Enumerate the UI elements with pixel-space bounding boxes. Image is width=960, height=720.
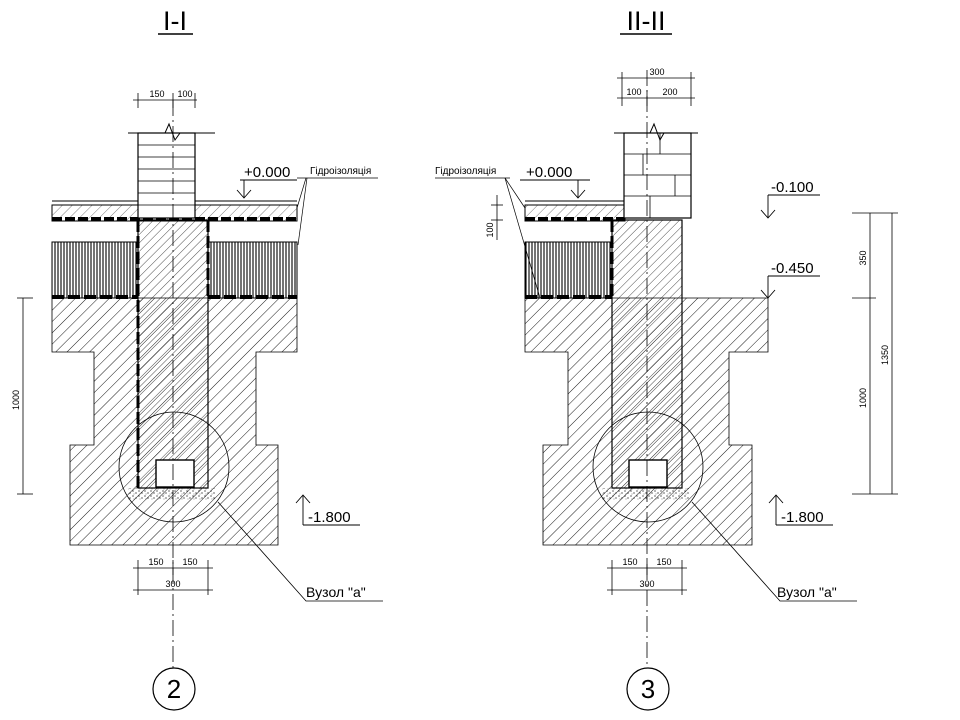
bottom-dim-1: 150 xyxy=(622,557,637,567)
section-2: II-II 3 xyxy=(435,6,898,711)
bottom-dim-2: 150 xyxy=(182,557,197,567)
axis-marker xyxy=(626,667,670,711)
floor-insulation xyxy=(524,241,613,299)
top-dim-1: 100 xyxy=(626,87,641,97)
right-dim-1: 350 xyxy=(858,250,868,265)
right-dim-2: 1000 xyxy=(858,388,868,408)
top-dim-2: 200 xyxy=(662,87,677,97)
level-ground-1: -0.100 xyxy=(771,179,814,196)
floor-insulation-left xyxy=(51,241,139,299)
brick-wall xyxy=(137,132,196,219)
node-circle xyxy=(592,411,704,523)
bottom-dim-1: 150 xyxy=(148,557,163,567)
bottom-dim-total: 300 xyxy=(165,579,180,589)
node-circle xyxy=(118,411,230,523)
sand-bed xyxy=(128,488,216,500)
break-line xyxy=(128,122,215,142)
waterproofing-label: Гідроізоляція xyxy=(435,166,496,177)
left-dim: 1000 xyxy=(11,390,21,410)
top-dim-total: 300 xyxy=(649,67,664,77)
anchor-block xyxy=(628,459,668,488)
top-dim-2: 100 xyxy=(177,89,192,99)
axis-label: 3 xyxy=(641,674,655,704)
level-zero: +0.000 xyxy=(526,164,572,181)
block-wall xyxy=(623,132,692,219)
level-bottom: -1.800 xyxy=(308,509,351,526)
level-bottom: -1.800 xyxy=(781,509,824,526)
bottom-dim-total: 300 xyxy=(639,579,654,589)
level-ground-2: -0.450 xyxy=(771,260,814,277)
section-2-title: II-II xyxy=(627,6,666,36)
section-1: I-I 2 xyxy=(11,6,383,711)
node-label: Вузол "а" xyxy=(306,584,366,600)
small-dim: 100 xyxy=(485,222,495,237)
section-1-title: I-I xyxy=(163,6,187,36)
floor-insulation-right xyxy=(207,241,298,299)
axis-marker xyxy=(152,667,196,711)
level-zero: +0.000 xyxy=(244,164,290,181)
top-dim-1: 150 xyxy=(149,89,164,99)
right-dim-total: 1350 xyxy=(880,345,890,365)
sand-bed xyxy=(602,488,690,500)
break-line xyxy=(614,122,698,142)
bottom-dim-2: 150 xyxy=(656,557,671,567)
axis-label: 2 xyxy=(167,674,181,704)
waterproofing-label: Гідроізоляція xyxy=(310,166,371,177)
node-label: Вузол "а" xyxy=(777,584,837,600)
anchor-block xyxy=(155,459,195,488)
